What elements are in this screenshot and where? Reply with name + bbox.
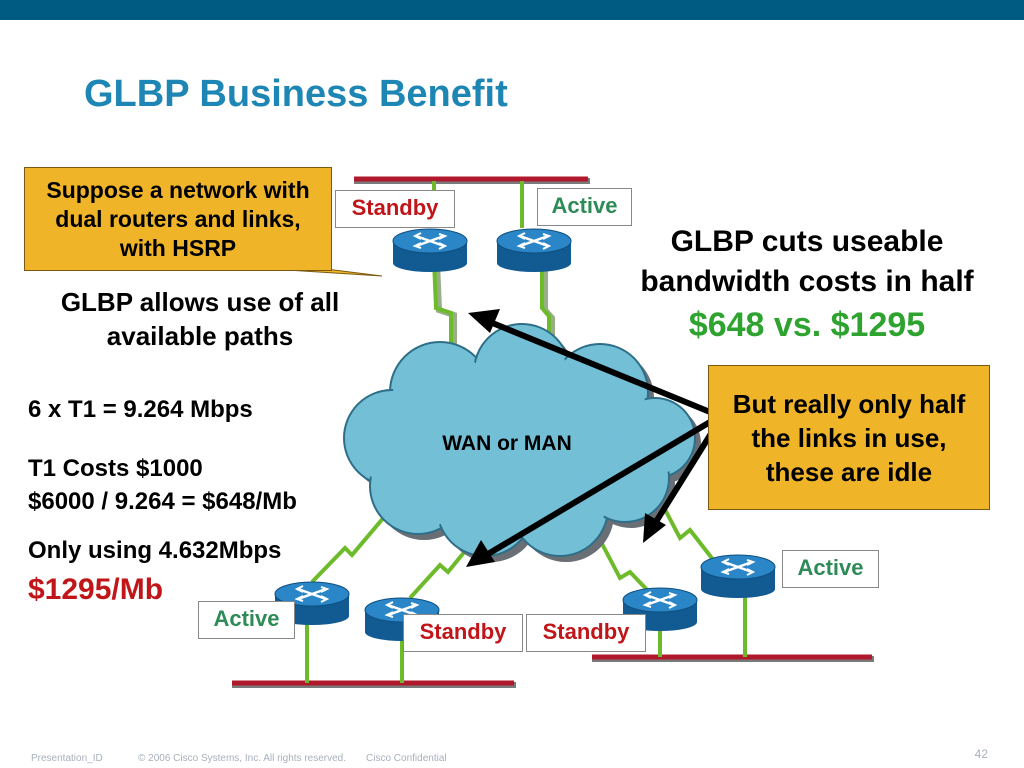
slide-title: GLBP Business Benefit <box>84 73 508 115</box>
arrowheads <box>466 309 666 567</box>
glbp-cuts-text: GLBP cuts useable bandwidth costs in hal… <box>640 225 974 298</box>
lan-segment-top <box>354 176 590 184</box>
router-label-active: Active <box>198 601 295 639</box>
arrows <box>486 319 715 557</box>
glbp-allows-text: GLBP allows use of all available paths <box>60 287 340 351</box>
price-compare: $648 vs. $1295 <box>688 306 926 344</box>
only-using-text: Only using 4.632Mbps <box>28 537 282 564</box>
footer-presentation-id: Presentation_ID <box>31 753 103 764</box>
router-icon <box>391 227 469 274</box>
footer-confidential: Cisco Confidential <box>366 753 447 764</box>
footer-copyright: © 2006 Cisco Systems, Inc. All rights re… <box>138 753 347 764</box>
lan-segment-bottom-left <box>232 680 516 688</box>
callout-idle-links: But really only half the links in use, t… <box>708 365 990 510</box>
t1-costs-text: T1 Costs $1000 $6000 / 9.264 = $648/Mb <box>28 455 297 515</box>
lan-segment-bottom-right <box>592 654 874 662</box>
top-bar <box>0 0 1024 20</box>
router-icon <box>495 227 573 274</box>
t1-speed-text: 6 x T1 = 9.264 Mbps <box>28 396 253 423</box>
callout-hsrp: Suppose a network with dual routers and … <box>24 167 332 271</box>
wan-links <box>310 259 720 600</box>
callout-idle-text: But really only half the links in use, t… <box>732 388 966 487</box>
wan-cloud-label: WAN or MAN <box>442 432 572 455</box>
router-label-standby: Standby <box>526 614 646 652</box>
router-label-standby: Standby <box>335 190 455 228</box>
callout-hsrp-text: Suppose a network with dual routers and … <box>46 176 310 261</box>
page-number: 42 <box>974 747 988 761</box>
router-label-active: Active <box>782 550 879 588</box>
per-mb-price: $1295/Mb <box>28 573 164 606</box>
router-label-active: Active <box>537 188 632 226</box>
router-label-standby: Standby <box>403 614 523 652</box>
router-icon <box>699 553 777 600</box>
